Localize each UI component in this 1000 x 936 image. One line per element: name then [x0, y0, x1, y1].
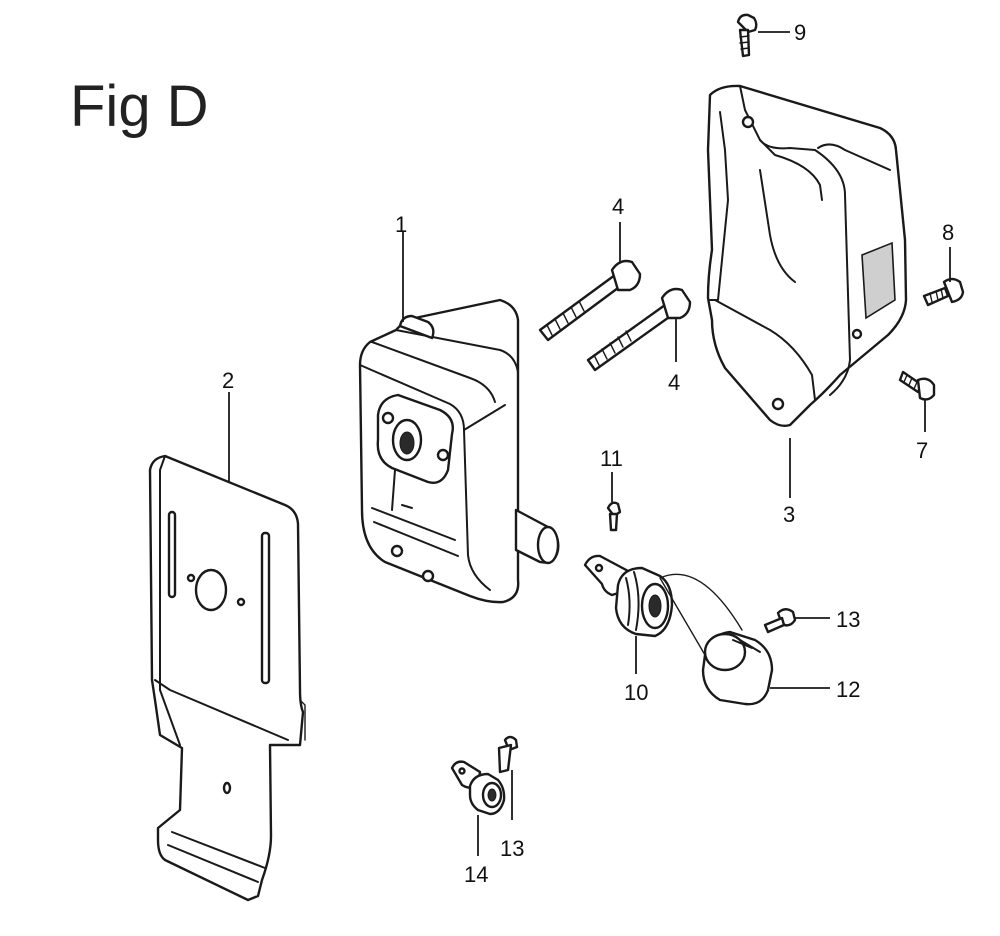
- label-part-1: 1: [395, 212, 407, 237]
- part-1-muffler: [358, 298, 560, 604]
- part-14-spark-arrester: [450, 760, 506, 816]
- part-2-plate: [148, 454, 306, 902]
- label-part-7: 7: [916, 438, 928, 463]
- label-part-13-upper: 13: [836, 607, 860, 632]
- part-8-screw: [922, 277, 965, 307]
- label-part-9: 9: [794, 20, 806, 45]
- label-part-14: 14: [464, 862, 488, 887]
- part-13-screw-lower: [497, 735, 519, 774]
- part-3-muffler-cover: [706, 84, 908, 428]
- label-part-12: 12: [836, 677, 860, 702]
- label-part-13-lower: 13: [500, 836, 524, 861]
- label-part-2: 2: [222, 368, 234, 393]
- label-part-3: 3: [783, 502, 795, 527]
- part-7-screw: [898, 370, 936, 401]
- part-4-stud-bolts: [538, 259, 692, 372]
- label-part-8: 8: [942, 220, 954, 245]
- label-part-11: 11: [600, 446, 623, 471]
- label-part-10: 10: [624, 680, 648, 705]
- part-12-cap: [659, 573, 774, 706]
- part-labels: 1 2 3 4 4 7 8 9 10 11 12 13 13 14: [222, 20, 954, 887]
- part-13-screw-upper: [763, 608, 797, 634]
- part-11-screw: [606, 501, 622, 532]
- label-part-4-lower: 4: [668, 370, 680, 395]
- part-9-screw: [736, 13, 758, 58]
- leader-lines: [228, 31, 951, 856]
- part-10-spark-arrester-holder: [583, 554, 674, 638]
- label-part-4-upper: 4: [612, 194, 624, 219]
- figure-title: Fig D: [70, 74, 209, 139]
